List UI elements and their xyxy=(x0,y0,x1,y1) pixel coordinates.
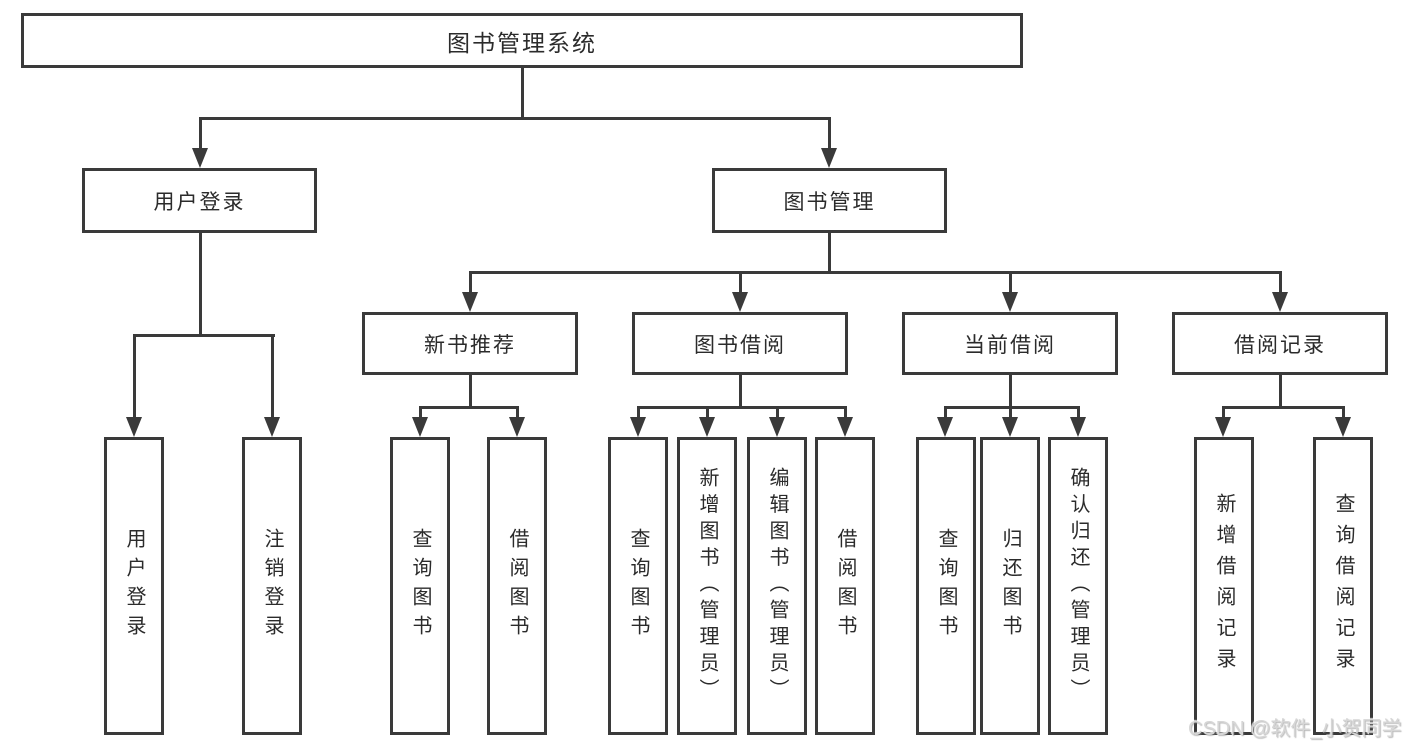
node-borrowing-records: 借阅记录 xyxy=(1172,312,1388,375)
node-label: 当前借阅 xyxy=(964,333,1056,357)
connector-line xyxy=(468,271,1282,274)
connector-line xyxy=(418,406,519,409)
connector-line xyxy=(132,334,275,337)
node-label: 查询图书 xyxy=(627,528,649,644)
node-label: 用户登录 xyxy=(153,190,246,214)
node-leaf-query-books-2: 查询图书 xyxy=(608,437,668,735)
node-label: 图书管理系统 xyxy=(447,29,597,56)
arrow-down-icon xyxy=(837,417,853,437)
connector-line xyxy=(705,406,709,419)
arrow-down-icon xyxy=(1070,417,1086,437)
node-leaf-query-books-3: 查询图书 xyxy=(916,437,976,735)
connector-line xyxy=(738,375,742,409)
connector-line xyxy=(943,406,1080,409)
node-leaf-return-books: 归还图书 xyxy=(980,437,1040,735)
node-new-book-recommend: 新书推荐 xyxy=(362,312,578,375)
node-label: 新增借阅记录 xyxy=(1213,493,1235,679)
node-library-management-system: 图书管理系统 xyxy=(21,13,1023,68)
connector-line xyxy=(132,334,136,421)
node-label: 查询图书 xyxy=(935,528,957,644)
node-label: 图书借阅 xyxy=(694,333,786,357)
arrow-down-icon xyxy=(630,417,646,437)
connector-line xyxy=(1221,406,1345,409)
connector-line xyxy=(738,271,742,296)
node-leaf-query-books-1: 查询图书 xyxy=(390,437,450,735)
node-leaf-add-books-admin: 新增图书（管理员） xyxy=(677,437,737,735)
node-label: 归还图书 xyxy=(999,528,1021,644)
node-book-borrowing: 图书借阅 xyxy=(632,312,848,375)
connector-line xyxy=(520,68,524,118)
connector-line xyxy=(1278,375,1282,409)
arrow-down-icon xyxy=(1002,417,1018,437)
arrow-down-icon xyxy=(699,417,715,437)
connector-line xyxy=(418,406,422,419)
arrow-down-icon xyxy=(1272,292,1288,312)
connector-line xyxy=(468,375,472,409)
node-label: 确认归还（管理员） xyxy=(1067,467,1089,705)
node-label: 注销登录 xyxy=(261,528,283,644)
arrow-down-icon xyxy=(264,417,280,437)
arrow-down-icon xyxy=(1002,292,1018,312)
connector-line xyxy=(468,271,472,296)
node-label: 新增图书（管理员） xyxy=(696,467,718,705)
connector-line xyxy=(1341,406,1345,419)
node-label: 编辑图书（管理员） xyxy=(766,467,788,705)
connector-line xyxy=(1076,406,1080,419)
arrow-down-icon xyxy=(1335,417,1351,437)
node-user-login: 用户登录 xyxy=(82,168,317,233)
connector-line xyxy=(198,233,202,336)
node-label: 用户登录 xyxy=(123,528,145,644)
arrow-down-icon xyxy=(769,417,785,437)
node-leaf-edit-books-admin: 编辑图书（管理员） xyxy=(747,437,807,735)
connector-line xyxy=(827,233,831,274)
arrow-down-icon xyxy=(509,417,525,437)
arrow-down-icon xyxy=(821,148,837,168)
connector-line xyxy=(198,117,831,120)
node-label: 借阅图书 xyxy=(834,528,856,644)
connector-line xyxy=(1008,375,1012,409)
connector-line xyxy=(775,406,779,419)
connector-line xyxy=(198,117,202,152)
connector-line xyxy=(827,117,831,152)
connector-line xyxy=(515,406,519,419)
arrow-down-icon xyxy=(732,292,748,312)
arrow-down-icon xyxy=(462,292,478,312)
connector-line xyxy=(636,406,640,419)
arrow-down-icon xyxy=(937,417,953,437)
csdn-watermark: CSDN @软件_小贺同学 xyxy=(1188,718,1402,740)
node-leaf-borrow-books-1: 借阅图书 xyxy=(487,437,547,735)
connector-line xyxy=(1008,271,1012,296)
node-leaf-borrow-books-2: 借阅图书 xyxy=(815,437,875,735)
connector-line xyxy=(636,406,847,409)
node-leaf-confirm-return-admin: 确认归还（管理员） xyxy=(1048,437,1108,735)
connector-line xyxy=(1008,406,1012,419)
node-leaf-add-borrow-record: 新增借阅记录 xyxy=(1194,437,1254,735)
arrow-down-icon xyxy=(126,417,142,437)
node-label: 查询借阅记录 xyxy=(1332,493,1354,679)
node-leaf-logout: 注销登录 xyxy=(242,437,302,735)
connector-line xyxy=(1221,406,1225,419)
connector-line xyxy=(843,406,847,419)
node-label: 新书推荐 xyxy=(424,333,516,357)
node-book-management: 图书管理 xyxy=(712,168,947,233)
arrow-down-icon xyxy=(1215,417,1231,437)
node-leaf-user-login: 用户登录 xyxy=(104,437,164,735)
node-leaf-query-borrow-record: 查询借阅记录 xyxy=(1313,437,1373,735)
node-label: 查询图书 xyxy=(409,528,431,644)
node-label: 借阅记录 xyxy=(1234,333,1326,357)
arrow-down-icon xyxy=(192,148,208,168)
node-label: 借阅图书 xyxy=(506,528,528,644)
connector-line xyxy=(1278,271,1282,296)
connector-line xyxy=(943,406,947,419)
connector-line xyxy=(270,334,274,421)
node-current-borrowing: 当前借阅 xyxy=(902,312,1118,375)
arrow-down-icon xyxy=(412,417,428,437)
node-label: 图书管理 xyxy=(783,190,876,214)
